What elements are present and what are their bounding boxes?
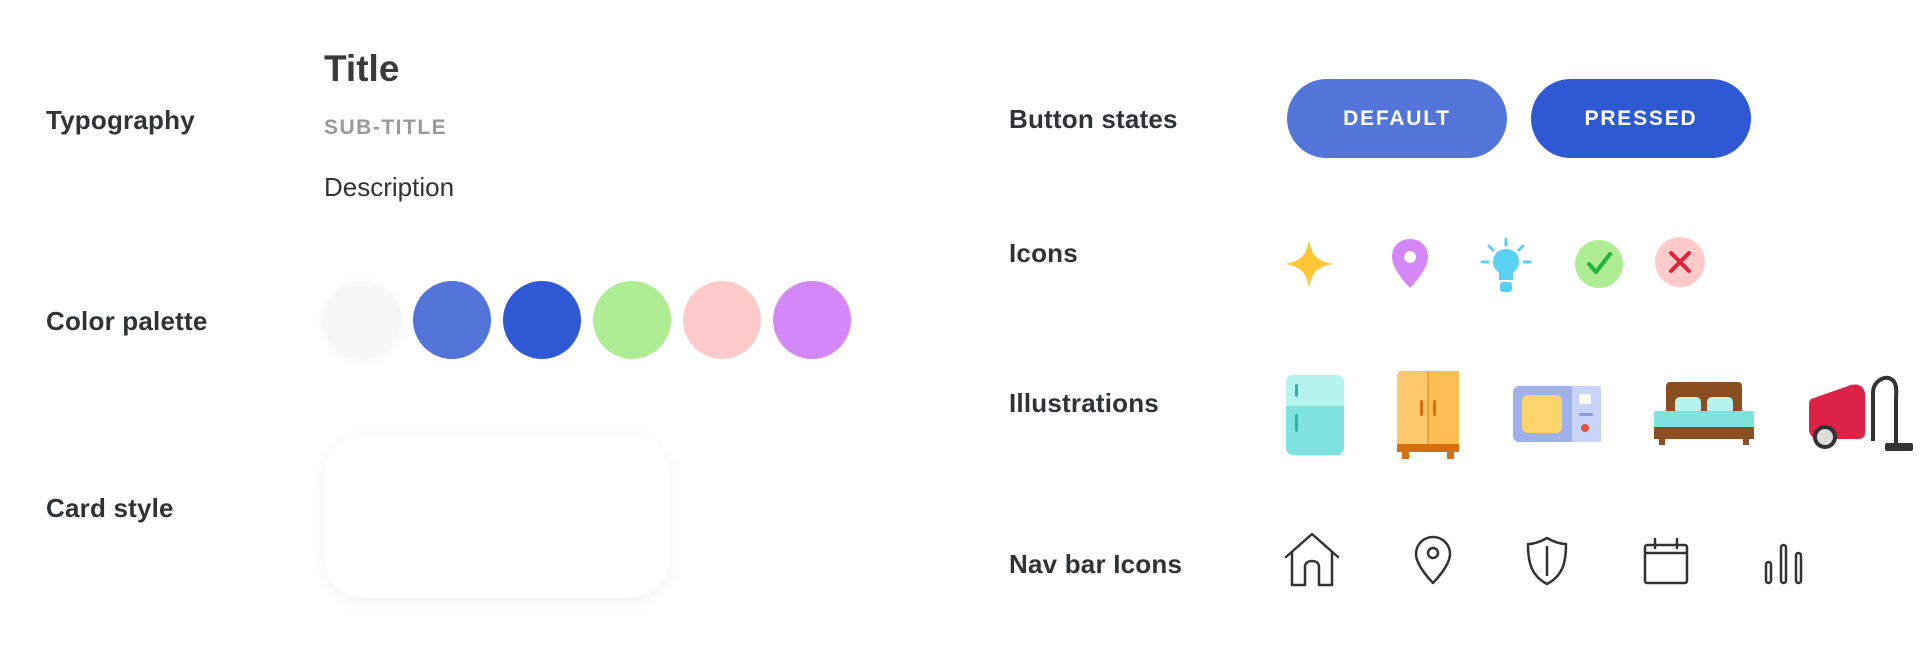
typography-description-sample: Description bbox=[324, 172, 455, 202]
fridge-illustration bbox=[1286, 375, 1344, 455]
pressed-button[interactable]: PRESSED bbox=[1531, 79, 1751, 158]
microwave-illustration bbox=[1513, 386, 1601, 442]
lightbulb-icon bbox=[1480, 237, 1532, 292]
color-swatch-pink bbox=[683, 281, 761, 359]
calendar-icon[interactable] bbox=[1643, 537, 1689, 585]
card-sample bbox=[324, 434, 670, 598]
typography-title-sample: Title bbox=[324, 48, 400, 89]
typography-label: Typography bbox=[46, 105, 195, 135]
stats-icon[interactable] bbox=[1764, 543, 1804, 585]
wardrobe-illustration bbox=[1397, 371, 1459, 459]
color-swatch-purple bbox=[773, 281, 851, 359]
color-palette-label: Color palette bbox=[46, 306, 208, 336]
color-swatch-blue bbox=[503, 281, 581, 359]
card-style-label: Card style bbox=[46, 493, 174, 523]
home-icon[interactable] bbox=[1283, 532, 1341, 588]
icons-label: Icons bbox=[1009, 238, 1078, 268]
color-palette bbox=[323, 281, 851, 359]
default-button[interactable]: DEFAULT bbox=[1287, 79, 1507, 158]
vacuum-cleaner-illustration bbox=[1809, 375, 1913, 451]
bed-illustration bbox=[1654, 382, 1754, 445]
location-pin-icon bbox=[1392, 239, 1428, 288]
check-icon bbox=[1575, 240, 1623, 288]
color-swatch-green bbox=[593, 281, 671, 359]
color-swatch-light-blue bbox=[413, 281, 491, 359]
illustrations-label: Illustrations bbox=[1009, 388, 1159, 418]
typography-subtitle-sample: SUB-TITLE bbox=[324, 116, 448, 139]
shield-icon[interactable] bbox=[1526, 536, 1568, 586]
nav-bar-icons-label: Nav bar Icons bbox=[1009, 549, 1183, 579]
close-icon bbox=[1655, 237, 1705, 287]
star-icon bbox=[1285, 240, 1333, 288]
button-states-label: Button states bbox=[1009, 104, 1178, 134]
color-swatch-white bbox=[323, 281, 401, 359]
map-pin-icon[interactable] bbox=[1414, 535, 1452, 585]
